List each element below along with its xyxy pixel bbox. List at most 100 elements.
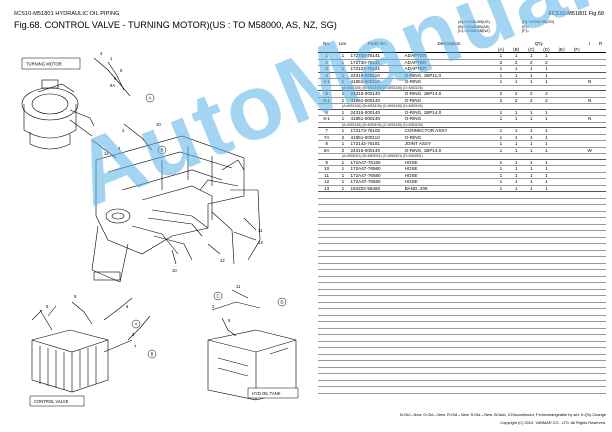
cell-empty <box>493 347 509 355</box>
cell-empty <box>569 198 585 205</box>
cell-empty <box>318 373 336 381</box>
cell-empty <box>595 302 606 309</box>
cell-no: 1 <box>318 52 336 60</box>
cell-c: 1 <box>523 178 539 186</box>
callout-13-main: 13 <box>258 240 263 245</box>
cell-empty <box>508 360 524 368</box>
header-col-b: (B) <box>513 46 520 52</box>
cell-empty <box>523 380 539 387</box>
cell-r <box>595 115 606 123</box>
cell-b: 2 <box>508 90 524 98</box>
cell-empty <box>493 217 509 225</box>
cell-empty <box>569 386 585 394</box>
cell-empty <box>318 354 336 361</box>
cell-empty <box>569 315 585 322</box>
cell-empty <box>508 354 524 361</box>
cell-empty <box>335 276 351 283</box>
cell-empty <box>318 224 336 231</box>
cell-empty <box>335 347 351 355</box>
cell-empty <box>523 289 539 296</box>
cell-e <box>554 65 570 73</box>
cell-empty <box>595 354 606 361</box>
cell-b: 1 <box>508 165 524 173</box>
cell-empty <box>318 341 336 348</box>
cell-empty <box>523 276 539 283</box>
cell-empty <box>569 263 585 270</box>
cell-f <box>569 97 585 104</box>
cell-f <box>569 140 585 148</box>
turning-motor-label: TURNING MOTOR <box>26 62 62 67</box>
cell-a: 2 <box>493 90 509 98</box>
cell-empty <box>523 302 539 309</box>
cell-empty <box>350 334 405 342</box>
cell-empty <box>493 191 509 199</box>
table-row-empty <box>318 191 606 199</box>
cell-empty <box>318 386 336 394</box>
cell-r <box>595 134 606 141</box>
cell-a: 1 <box>493 165 509 173</box>
control-valve-label-box <box>29 395 85 407</box>
cell-empty <box>538 295 554 303</box>
cell-empty <box>554 360 570 368</box>
cell-f <box>569 127 585 135</box>
cell-e <box>554 115 570 123</box>
cell-no: 8A <box>318 147 336 154</box>
cell-d: 1 <box>538 52 554 60</box>
cell-empty <box>350 269 405 277</box>
cell-empty <box>584 243 596 251</box>
cell-empty <box>584 328 596 335</box>
callout-2-top: 2 <box>122 128 125 133</box>
cell-empty <box>538 289 554 296</box>
cell-empty <box>554 315 570 322</box>
cell-empty <box>538 380 554 387</box>
cell-empty <box>523 328 539 335</box>
cell-empty <box>508 237 524 244</box>
cell-empty <box>538 237 554 244</box>
cell-empty <box>554 373 570 381</box>
cell-empty <box>493 230 509 238</box>
cell-no: 7A <box>318 134 336 141</box>
cell-empty <box>595 315 606 322</box>
cell-i <box>584 172 596 179</box>
cell-empty <box>523 282 539 290</box>
cell-empty <box>595 191 606 199</box>
cell-i <box>584 59 596 66</box>
cell-r <box>595 185 606 192</box>
cell-empty <box>493 289 509 296</box>
cell-empty <box>335 269 351 277</box>
cell-empty <box>595 198 606 205</box>
cell-r <box>595 159 606 166</box>
cell-i <box>584 178 596 186</box>
cell-e <box>554 72 570 79</box>
cell-empty <box>595 243 606 251</box>
table-row-empty <box>318 373 606 381</box>
serial-note: (A=M53001) (B=M53001) (C=M53001) (D=M530… <box>318 153 606 160</box>
callout-5-top: 5 <box>120 68 123 73</box>
cell-empty <box>523 204 539 212</box>
cell-empty <box>493 198 509 205</box>
cell-empty <box>569 360 585 368</box>
cell-lev: 1 <box>335 97 351 104</box>
cell-desc: ADAPTER <box>404 65 494 73</box>
cell-b: 1 <box>508 72 524 79</box>
cell-desc: O-RING, 1BP14.0 <box>404 147 494 154</box>
cell-empty <box>538 191 554 199</box>
table-row-empty <box>318 386 606 394</box>
cell-lev: 1 <box>335 127 351 135</box>
cell-pn: 172142-76181 <box>350 140 405 148</box>
callout-8a: 8A <box>110 83 115 88</box>
cell-lev: 2 <box>335 147 351 154</box>
header-lev: Lev. <box>338 40 348 46</box>
cell-empty <box>554 276 570 283</box>
cell-empty <box>569 302 585 309</box>
pipe-upper <box>93 57 131 97</box>
cell-e <box>554 140 570 148</box>
cell-lev: 1 <box>335 65 351 73</box>
cell-empty <box>404 341 494 348</box>
